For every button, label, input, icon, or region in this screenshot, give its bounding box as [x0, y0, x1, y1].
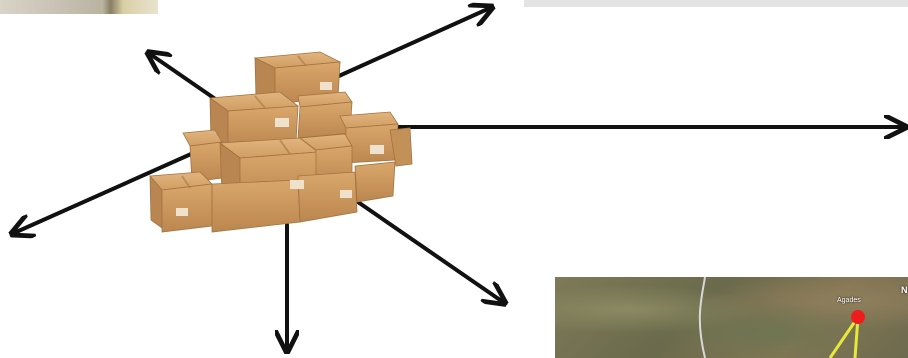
photo-strip [0, 0, 158, 14]
grey-bar [524, 0, 908, 7]
arrow-down-right [353, 198, 503, 302]
satellite-map: Agades N [555, 277, 908, 358]
arrow-up-left [150, 54, 226, 107]
box-pile-icon [149, 51, 413, 233]
arrow-down-left [14, 148, 202, 233]
map-pin-icon [851, 310, 865, 324]
route-overlay [698, 277, 865, 358]
map-corner-label: N [901, 285, 908, 295]
map-city-label: Agades [837, 297, 861, 304]
arrow-up-right [328, 8, 490, 82]
arrows [14, 8, 903, 349]
